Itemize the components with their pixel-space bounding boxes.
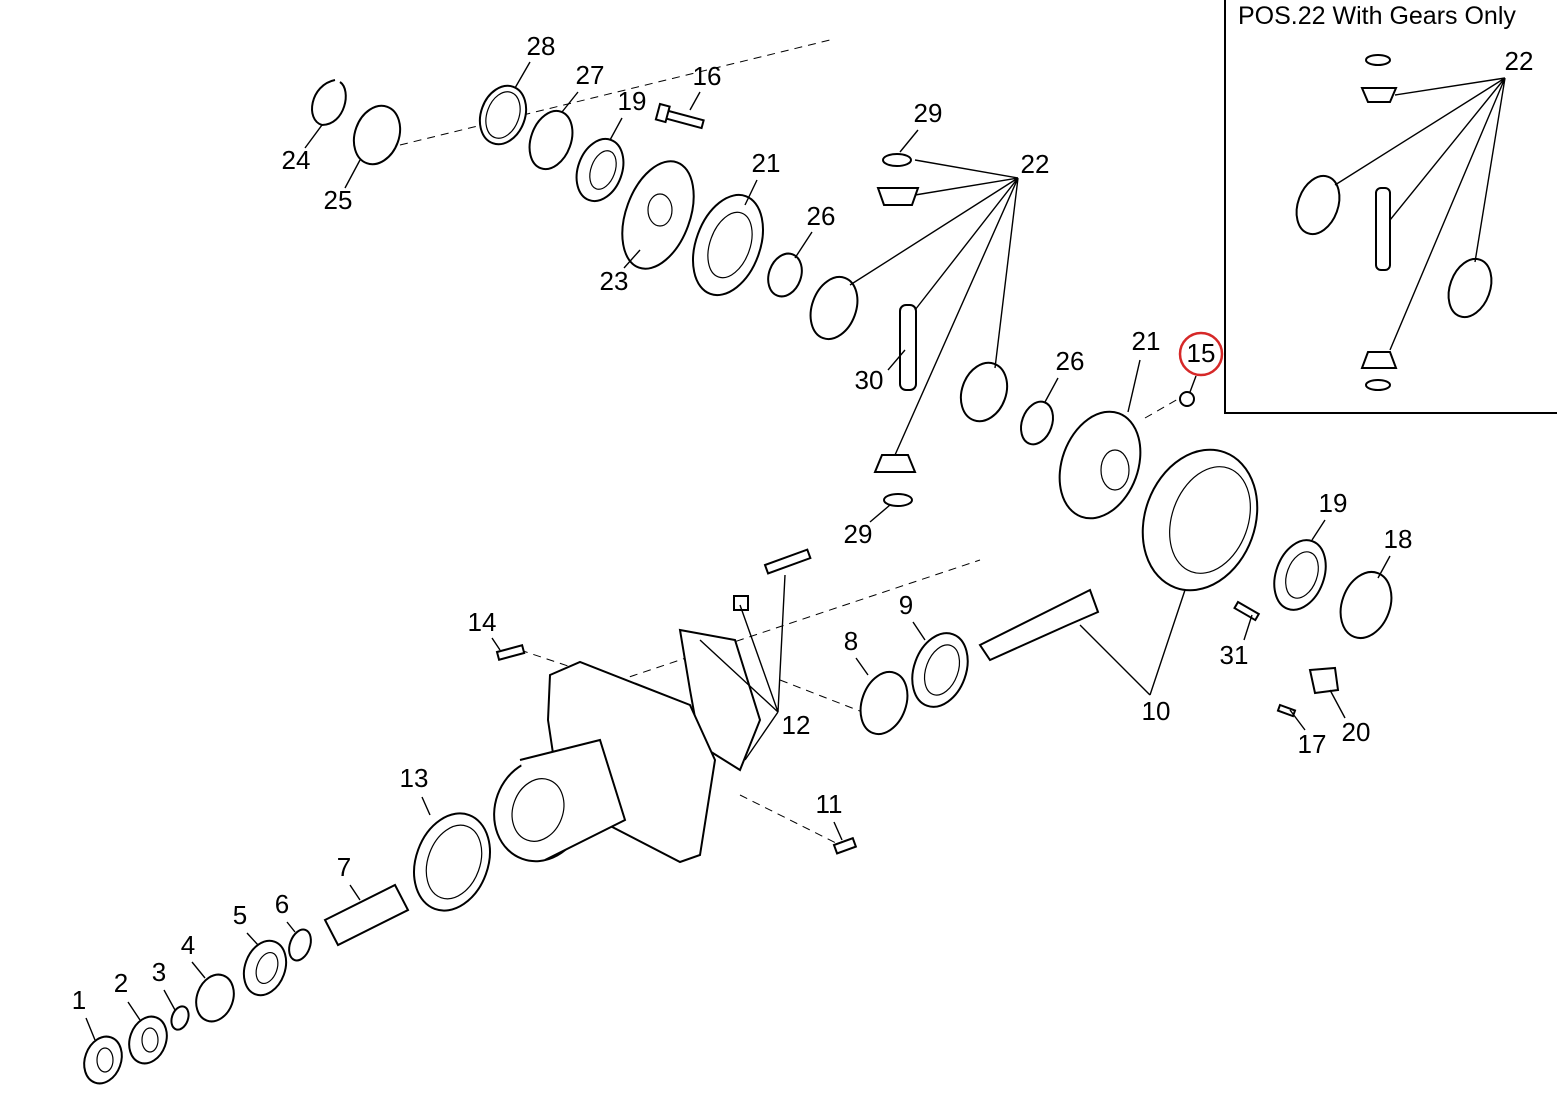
label-26[interactable]: 26 — [1056, 346, 1085, 376]
part-20-lock-plate[interactable] — [1308, 666, 1340, 695]
part-26-thrust-washer-upper[interactable] — [762, 249, 807, 301]
part-25-o-ring[interactable] — [346, 99, 408, 170]
inset-side-gear-left — [1295, 174, 1341, 236]
label-19[interactable]: 19 — [618, 86, 647, 116]
part-1-nut[interactable] — [78, 1031, 128, 1088]
label-18[interactable]: 18 — [1384, 524, 1413, 554]
inset-shaft — [1375, 187, 1391, 271]
part-22-side-gear-upper[interactable] — [802, 270, 865, 345]
label-21[interactable]: 21 — [752, 148, 781, 178]
part-11-dowel[interactable] — [832, 836, 858, 855]
label-29[interactable]: 29 — [914, 98, 943, 128]
part-19-bearing-lower[interactable] — [1265, 533, 1335, 617]
label-7[interactable]: 7 — [337, 852, 351, 882]
carrier-housing[interactable] — [480, 660, 717, 874]
part-6-ring[interactable] — [285, 927, 315, 964]
inset-title: POS.22 With Gears Only — [1238, 2, 1516, 30]
part-10-ring-gear[interactable] — [1124, 434, 1277, 607]
part-labels: 28 27 19 16 24 25 29 22 21 26 23 30 21 1… — [72, 31, 1413, 1015]
label-26[interactable]: 26 — [807, 201, 836, 231]
part-22-side-gear-lower[interactable] — [953, 356, 1015, 427]
part-14-bolt[interactable] — [495, 644, 526, 661]
part-9-bearing[interactable] — [903, 625, 978, 714]
label-29[interactable]: 29 — [844, 519, 873, 549]
part-17-screw[interactable] — [1276, 703, 1297, 718]
inset-pinion-top — [1360, 87, 1398, 103]
inset-pinion-bottom — [1360, 351, 1398, 369]
part-13-seal[interactable] — [401, 803, 503, 922]
inset-pos22: POS.22 With Gears Only 22 — [1224, 0, 1557, 414]
part-27-ring[interactable] — [522, 105, 580, 175]
part-10-pinion-shaft[interactable] — [978, 588, 1100, 662]
part-4-seal[interactable] — [190, 969, 240, 1026]
label-30[interactable]: 30 — [855, 365, 884, 395]
part-2-washer[interactable] — [123, 1011, 173, 1068]
part-19-bearing-upper[interactable] — [568, 132, 631, 207]
part-21-case-upper[interactable] — [680, 185, 776, 305]
label-25[interactable]: 25 — [324, 185, 353, 215]
part-5-bearing[interactable] — [237, 935, 294, 1001]
part-28-shim[interactable] — [472, 79, 534, 150]
part-26-thrust-washer-lower[interactable] — [1015, 397, 1058, 449]
part-24-snap-ring[interactable] — [311, 79, 347, 127]
part-29-washer-lower[interactable] — [883, 493, 913, 507]
part-22-pinion-gear-lower[interactable] — [873, 454, 917, 473]
label-12[interactable]: 12 — [782, 710, 811, 740]
label-8[interactable]: 8 — [844, 626, 858, 656]
label-10[interactable]: 10 — [1142, 696, 1171, 726]
label-28[interactable]: 28 — [527, 31, 556, 61]
inset-label-22[interactable]: 22 — [1505, 46, 1534, 76]
label-16[interactable]: 16 — [693, 61, 722, 91]
part-29-washer-upper[interactable] — [882, 153, 912, 167]
part-21-case-lower[interactable] — [1045, 400, 1154, 529]
label-13[interactable]: 13 — [400, 763, 429, 793]
part-30-cross-shaft[interactable] — [899, 304, 917, 391]
inset-washer-bottom — [1365, 379, 1391, 391]
label-31[interactable]: 31 — [1220, 640, 1249, 670]
part-31-pin[interactable] — [1233, 600, 1261, 622]
highlight-circle — [1178, 331, 1224, 377]
label-27[interactable]: 27 — [576, 60, 605, 90]
inset-washer-top — [1365, 54, 1391, 66]
label-11[interactable]: 11 — [816, 789, 843, 819]
part-18-adjuster-nut[interactable] — [1332, 565, 1400, 645]
label-22[interactable]: 22 — [1021, 149, 1050, 179]
label-19[interactable]: 19 — [1319, 488, 1348, 518]
part-3-o-ring[interactable] — [168, 1004, 191, 1032]
label-6[interactable]: 6 — [275, 889, 289, 919]
label-23[interactable]: 23 — [600, 266, 629, 296]
label-9[interactable]: 9 — [899, 590, 913, 620]
label-14[interactable]: 14 — [468, 607, 497, 637]
label-17[interactable]: 17 — [1298, 729, 1327, 759]
part-7-spacer-sleeve[interactable] — [323, 883, 410, 947]
part-16-bolt[interactable] — [654, 102, 705, 130]
label-2[interactable]: 2 — [114, 968, 128, 998]
part-23-housing-cover[interactable] — [609, 151, 707, 278]
leader-lines — [85, 61, 1391, 1041]
part-8-ring[interactable] — [852, 665, 915, 740]
label-3[interactable]: 3 — [152, 957, 166, 987]
part-22-pinion-gear-upper[interactable] — [876, 187, 920, 206]
label-20[interactable]: 20 — [1342, 717, 1371, 747]
inset-side-gear-right — [1447, 257, 1493, 319]
label-21[interactable]: 21 — [1132, 326, 1161, 356]
label-5[interactable]: 5 — [233, 900, 247, 930]
part-15-nut[interactable] — [1179, 391, 1195, 407]
label-24[interactable]: 24 — [282, 145, 311, 175]
label-1[interactable]: 1 — [72, 985, 86, 1015]
label-15[interactable]: 15 — [1187, 338, 1216, 368]
label-4[interactable]: 4 — [181, 930, 195, 960]
